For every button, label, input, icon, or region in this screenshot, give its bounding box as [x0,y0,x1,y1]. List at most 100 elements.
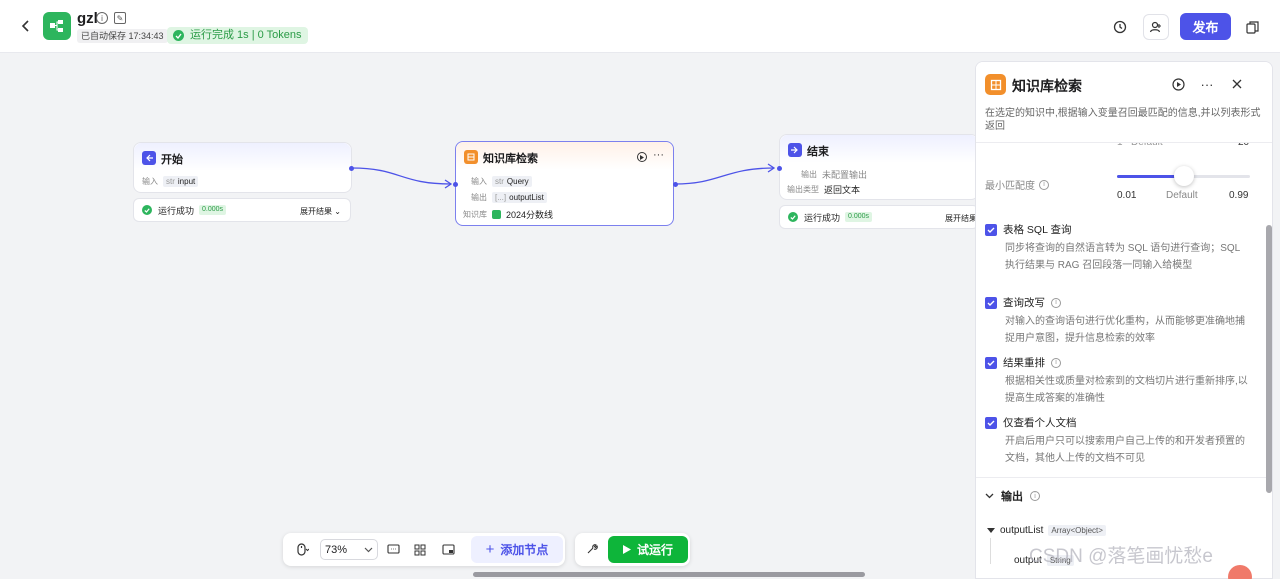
end-node[interactable]: 结束 输出 未配置输出 输出类型 返回文本 [777,134,979,200]
slider-fill [1117,175,1184,178]
minimap-icon [441,544,455,555]
output-value: 未配置输出 [822,170,868,180]
edit-icon[interactable]: ✎ [114,12,126,24]
add-node-label: 添加节点 [500,543,549,557]
expand-result-button[interactable]: 展开结果 ⌄ [300,207,341,216]
top-header: gzl i ✎ 已自动保存 17:34:43 运行完成 1s | 0 Token… [0,0,1280,53]
output-type-label: 输出类型 [787,185,819,194]
check-circle-icon [788,212,798,222]
output-port[interactable] [673,182,678,187]
option-sql[interactable]: 表格 SQL 查询 [985,222,1071,237]
vertical-scrollbar[interactable] [1266,225,1272,493]
history-icon [1113,20,1127,34]
mouse-mode-button[interactable] [289,541,315,559]
output-label: 输出 [471,193,487,202]
more-icon[interactable]: ··· [1200,76,1214,92]
comment-button[interactable] [383,541,403,559]
app-title: gzl [77,10,98,27]
play-icon[interactable] [637,152,647,162]
app-logo [43,12,71,40]
input-port[interactable] [453,182,458,187]
history-button[interactable] [1107,14,1133,40]
trial-run-label: 试运行 [636,543,673,557]
end-run-result: 运行成功 0.000s 展开结果 [779,205,979,229]
option-personal-docs[interactable]: 仅查看个人文档 [985,415,1077,430]
copy-icon [1245,20,1259,34]
option-query-rewrite[interactable]: 查询改写 i [985,295,1061,310]
min-match-slider[interactable] [1117,166,1250,186]
title-icons: i ✎ [96,12,126,24]
checkbox-checked-icon[interactable] [985,296,997,309]
mouse-icon [297,543,309,556]
input-port[interactable] [777,166,782,171]
run-result-text: 运行成功 [158,205,195,216]
dataset-name: 2024分数线 [506,210,554,220]
dataset-icon [492,210,501,219]
minimap-button[interactable] [438,541,458,559]
close-button[interactable] [1227,74,1247,94]
option-label: 查询改写 [1003,297,1045,309]
wrench-icon [587,544,598,554]
output-list-name: outputList [1000,525,1044,536]
info-icon[interactable]: i [1051,357,1061,368]
checkbox-checked-icon[interactable] [985,223,997,236]
output-type-value: 返回文本 [824,185,861,195]
expand-label: 展开结果 [300,207,332,216]
add-node-button[interactable]: + 添加节点 [471,536,563,563]
pages-button[interactable] [1239,14,1265,40]
zoom-select[interactable]: 73% [320,539,378,560]
run-time-badge: 0.000s [199,205,227,215]
kb-dataset-row: 知识库 2024分数线 [463,208,553,221]
kb-node-title: 知识库检索 [483,153,538,165]
run-status-text: 运行完成 1s | 0 Tokens [190,29,302,41]
min-match-text: 最小匹配度 [985,181,1035,192]
start-icon [142,151,156,165]
trial-run-button[interactable]: 试运行 [608,536,688,563]
kb-output-row: 输出 [...]outputList [471,192,547,203]
type-tag: Array<Object> [1048,525,1106,536]
more-icon[interactable]: ··· [653,149,664,161]
plus-icon: + [485,541,495,558]
checkbox-checked-icon[interactable] [985,416,997,429]
info-icon[interactable]: i [1030,491,1040,501]
publish-button[interactable]: 发布 [1180,13,1231,40]
min-match-label: 最小匹配度 i [985,177,1049,192]
back-icon[interactable] [16,16,36,36]
output-section-header[interactable]: 输出 i [985,488,1040,504]
horizontal-scrollbar[interactable] [473,572,865,577]
variable-name: outputList [509,193,544,202]
info-icon[interactable]: i [1039,179,1049,190]
variable-name: input [177,177,196,186]
variable-tag: [...]outputList [492,192,547,203]
slider-thumb[interactable] [1174,166,1194,186]
output-list-row[interactable]: outputList Array<Object> [987,525,1106,536]
run-toolbar: 试运行 [575,533,690,566]
info-icon[interactable]: i [96,12,108,24]
variable-name: Query [506,177,529,186]
assistant-avatar[interactable] [1228,565,1252,579]
panel-title: 知识库检索 [1012,78,1082,94]
expand-result-button[interactable]: 展开结果 [945,214,977,223]
slider-max: 0.99 [1229,190,1249,201]
layout-button[interactable] [410,541,430,559]
output-port[interactable] [349,166,354,171]
option-description: 对输入的查询语句进行优化重构，从而能够更准确地捕捉用户意图，提升信息检索的效率 [1005,316,1245,344]
grid-icon [414,544,426,556]
start-node-title: 开始 [161,154,183,166]
input-label: 输入 [471,177,487,186]
tree-line [990,538,991,564]
slider-default: Default [1166,190,1198,201]
info-icon[interactable]: i [1051,297,1061,308]
canvas-toolbar: 73% + 添加节点 [283,533,565,566]
run-node-button[interactable] [1168,74,1188,94]
edge-kb-to-end [674,167,775,185]
check-circle-icon [142,205,152,215]
option-rerank[interactable]: 结果重排 i [985,355,1061,370]
checkbox-checked-icon[interactable] [985,356,997,369]
collaborators-button[interactable] [1143,14,1169,40]
option-description: 同步将查询的自然语言转为 SQL 语句进行查询；SQL 执行结果与 RAG 召回… [1005,243,1240,271]
debug-button[interactable] [584,541,600,557]
